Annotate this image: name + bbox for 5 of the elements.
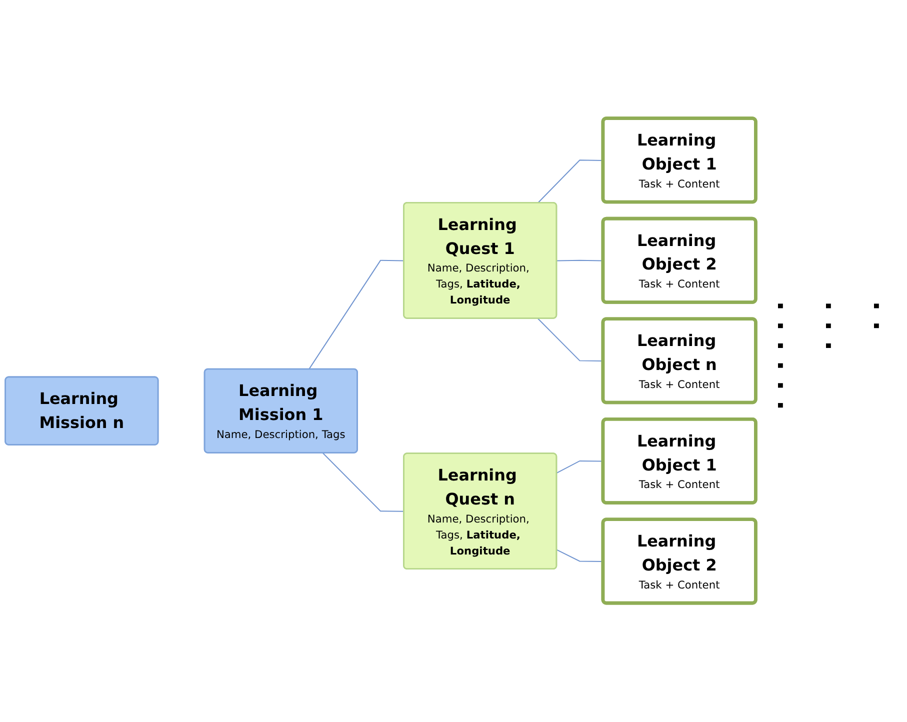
ellipsis-dots: ...... xyxy=(771,301,801,421)
connector xyxy=(308,260,405,370)
ellipsis-dots: .. xyxy=(867,301,897,344)
ellipsis-dots: ... xyxy=(819,301,849,363)
connector xyxy=(322,452,405,512)
